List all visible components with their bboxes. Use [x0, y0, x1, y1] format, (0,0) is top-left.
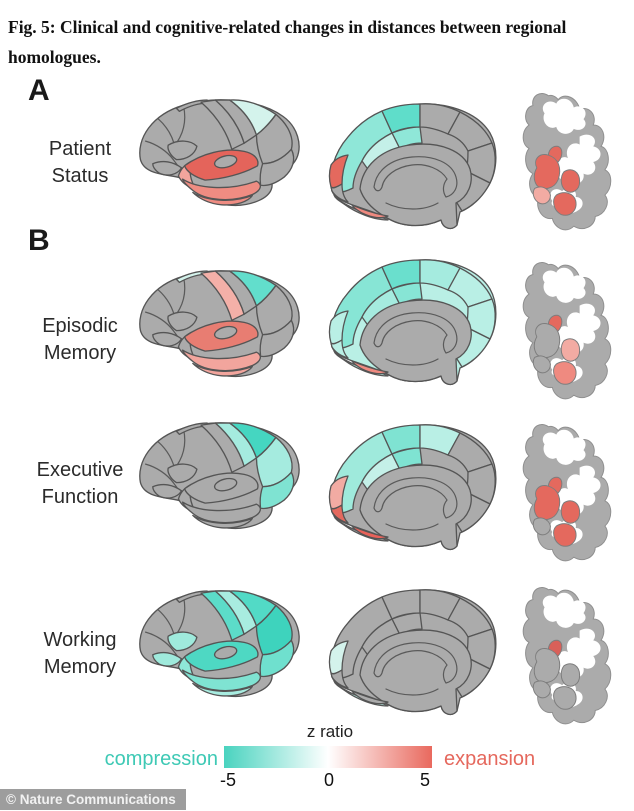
medial-brain-template — [328, 103, 497, 230]
medial-brain-map — [326, 585, 498, 723]
lateral-brain-map — [137, 269, 302, 384]
row-label-line1: Episodic — [42, 315, 118, 337]
lateral-brain-template — [139, 422, 300, 530]
row-label-line1: Patient — [48, 138, 112, 160]
coronal-slice-map — [519, 419, 613, 565]
figure-title-line1: Fig. 5: Clinical and cognitive-related c… — [8, 17, 567, 37]
row-label-line1: Working — [43, 629, 117, 651]
row-label-episodic-memory: Episodic Memory — [18, 313, 142, 367]
medial-brain-map — [326, 420, 498, 558]
medial-brain-template — [328, 589, 497, 716]
colorbar-compression-label: compression — [104, 748, 218, 770]
coronal-slice-template — [522, 92, 612, 231]
panel-label-b: B — [28, 224, 50, 257]
medial-brain-template — [328, 424, 497, 551]
row-label-line2: Status — [51, 165, 109, 187]
figure-title-line2: homologues. — [8, 47, 101, 67]
lateral-brain-template — [139, 270, 300, 378]
coronal-slice-template — [522, 261, 612, 400]
coronal-slice-template — [522, 423, 612, 562]
medial-brain-template — [328, 259, 497, 386]
row-label-line2: Function — [41, 486, 119, 508]
medial-brain-map — [326, 255, 498, 393]
colorbar-tick-min: -5 — [219, 770, 236, 790]
row-label-line2: Memory — [43, 342, 117, 364]
panel-label-a: A — [28, 74, 50, 107]
row-label-line1: Executive — [36, 459, 124, 481]
colorbar-tick-max: 5 — [419, 770, 430, 790]
lateral-brain-map — [137, 589, 302, 704]
coronal-slice-map — [519, 582, 613, 728]
coronal-slice-template — [522, 586, 612, 725]
row-label-line2: Memory — [43, 656, 117, 678]
lateral-brain-map — [137, 98, 302, 213]
colorbar-title: z ratio — [306, 722, 354, 741]
lateral-brain-template — [139, 590, 300, 698]
source-credit-badge: © Nature Communications — [0, 789, 186, 810]
figure-title: Fig. 5: Clinical and cognitive-related c… — [8, 12, 618, 72]
coronal-slice-map — [519, 257, 613, 403]
colorbar-expansion-label: expansion — [444, 748, 536, 770]
coronal-slice-map — [519, 88, 613, 234]
row-label-executive-function: Executive Function — [18, 457, 142, 511]
row-label-patient-status: Patient Status — [18, 136, 142, 190]
lateral-brain-template — [139, 99, 300, 207]
row-label-working-memory: Working Memory — [18, 627, 142, 681]
colorbar-tick-zero: 0 — [323, 770, 334, 790]
medial-brain-map — [326, 99, 498, 237]
lateral-brain-map — [137, 421, 302, 536]
colorbar-gradient — [224, 746, 432, 768]
